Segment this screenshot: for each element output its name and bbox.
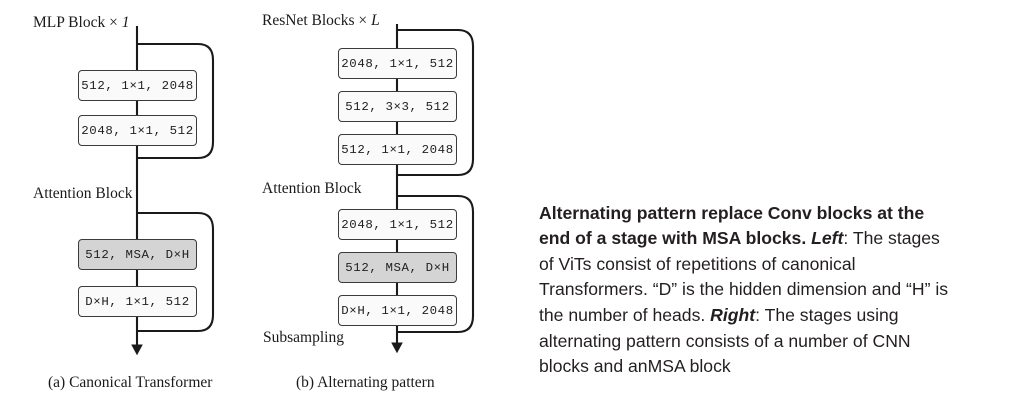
panel-a-skip-attn: [137, 211, 215, 333]
block-b-1: 2048, 1×1, 512: [338, 48, 457, 79]
panel-b-attention-block-label: Attention Block: [262, 180, 362, 197]
panel-b-skip-attn: [397, 194, 475, 334]
subsampling-label: Subsampling: [263, 329, 344, 346]
caption-left-tag: Left: [811, 228, 844, 249]
caption-bold-lead: Alternating pattern replace Conv blocks …: [539, 202, 925, 249]
block-a-2: 2048, 1×1, 512: [78, 115, 197, 146]
caption-left-text: : The stages of ViTs consist of repetiti…: [539, 228, 949, 325]
block-b-2: 512, 3×3, 512: [338, 91, 457, 122]
block-a-3-msa: 512, MSA, D×H: [78, 239, 197, 270]
panel-a-attention-block-label: Attention Block: [33, 185, 133, 202]
resnet-blocks-repeat-count: L: [371, 12, 380, 29]
block-b-3: 512, 1×1, 2048: [338, 134, 457, 165]
panel-a-caption: (a) Canonical Transformer: [48, 374, 213, 391]
block-b-6: D×H, 1×1, 2048: [338, 295, 457, 326]
panel-b-caption: (b) Alternating pattern: [296, 374, 435, 391]
resnet-blocks-label: ResNet Blocks × L: [262, 12, 380, 29]
panel-a-skip-mlp: [137, 42, 215, 160]
block-a-1: 512, 1×1, 2048: [78, 70, 197, 101]
mlp-block-label: MLP Block × 1: [33, 14, 130, 31]
panel-b-skip-resnet: [397, 28, 475, 177]
block-a-4: D×H, 1×1, 512: [78, 286, 197, 317]
mlp-block-repeat-count: 1: [121, 14, 130, 31]
caption-right-tag: Right: [710, 304, 756, 325]
block-b-5-msa: 512, MSA, D×H: [338, 252, 457, 283]
caption-right-text: : The stages using alternating pattern c…: [539, 304, 911, 377]
block-b-4: 2048, 1×1, 512: [338, 209, 457, 240]
figure-caption: Alternating pattern replace Conv blocks …: [539, 201, 959, 380]
